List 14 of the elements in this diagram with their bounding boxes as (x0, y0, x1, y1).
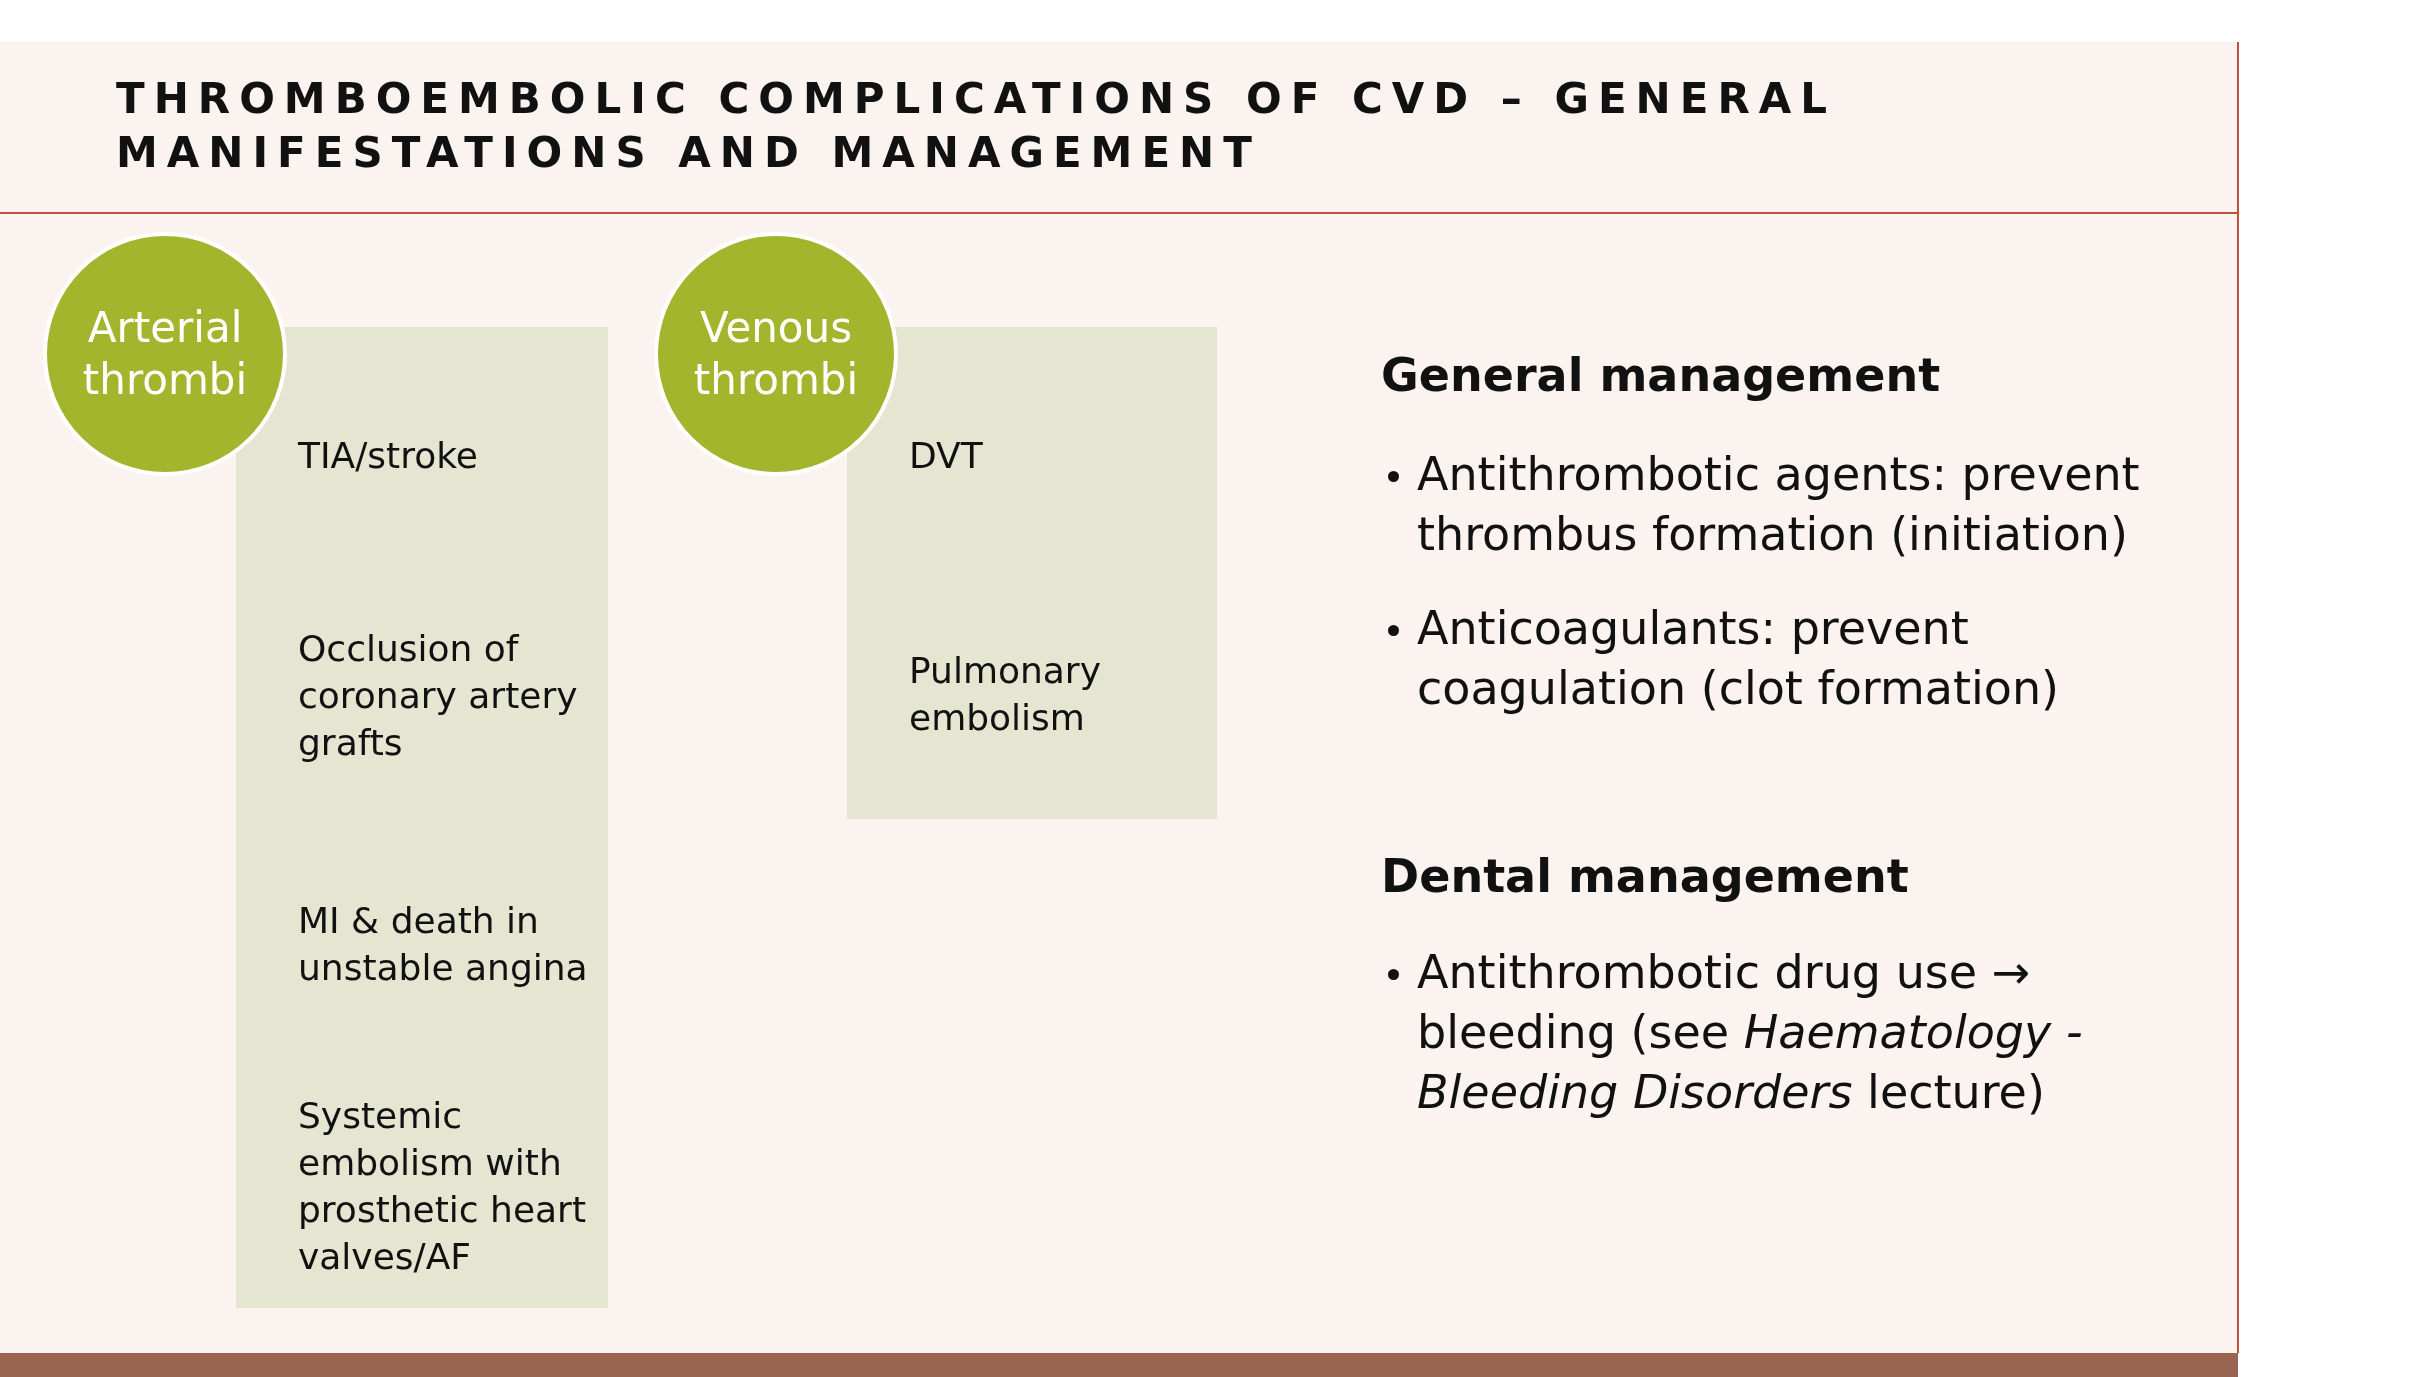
list-item: Systemic embolism with prosthetic heart valves/AF (298, 1094, 588, 1279)
circle-label: Venous thrombi (692, 302, 860, 406)
list-item: TIA/stroke (298, 434, 479, 478)
section-heading: General management (1381, 348, 1941, 402)
bullet-point: Anticoagulants: prevent coagulation (clot formation) (1417, 600, 2060, 717)
list-item: Occlusion of coronary artery grafts (298, 627, 579, 765)
bullet-point: Antithrombotic drug use → bleeding (see Haematology - Bleeding Disorders lecture) (1417, 944, 2084, 1121)
section-heading: Dental management (1381, 849, 1909, 903)
list-item: Pulmonary embolism (909, 649, 1102, 740)
slide-title: THROMBOEMBOLIC COMPLICATIONS OF CVD – GENERAL MANIFESTATIONS AND MANAGEMENT (116, 73, 1838, 179)
circle-label: Arterial thrombi (81, 302, 249, 406)
bullet-point: Antithrombotic agents: prevent thrombus formation (initiation) (1417, 446, 2141, 563)
list-item: MI & death in unstable angina (298, 899, 589, 990)
list-item: DVT (909, 434, 984, 478)
